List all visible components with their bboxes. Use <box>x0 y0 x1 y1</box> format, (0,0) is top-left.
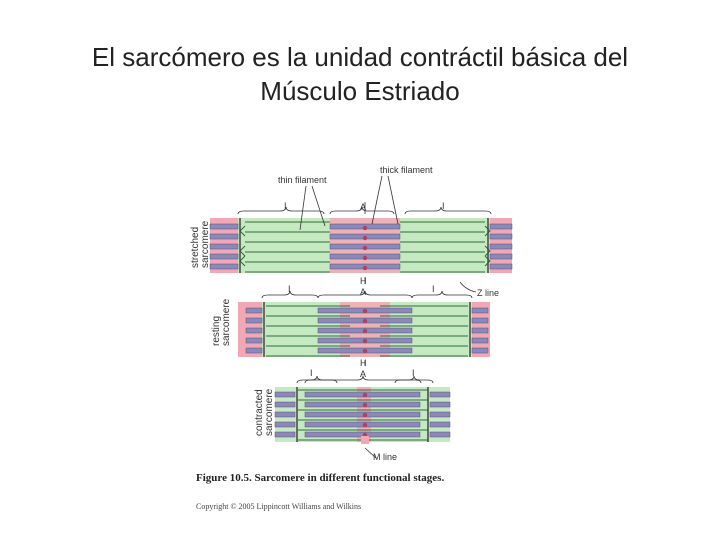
stage-label-stretched-2: sarcomere <box>200 220 211 268</box>
band-i-label: I <box>442 201 445 211</box>
band-a-label: A <box>360 202 366 212</box>
title-line-2: Músculo Estriado <box>260 76 460 106</box>
resting-sarcomere-panel <box>238 290 490 357</box>
thick-filament-label: thick filament <box>380 165 433 175</box>
stage-label-resting-1: resting <box>211 316 222 346</box>
stretched-sarcomere-panel <box>209 206 513 273</box>
band-a-label: A <box>360 369 366 379</box>
zone-h-label: H <box>360 276 367 286</box>
leader-lines <box>299 175 477 459</box>
band-i-label: I <box>288 284 291 294</box>
zone-h-label: H <box>360 358 367 368</box>
stage-label-resting-2: sarcomere <box>221 298 232 346</box>
z-line-label: Z line <box>477 288 499 298</box>
figure-caption-text: Sarcomere in different functional stages… <box>254 472 445 484</box>
band-i-label: I <box>310 368 313 378</box>
contracted-sarcomere-panel <box>274 375 451 444</box>
slide-title: El sarcómero es la unidad contráctil bás… <box>0 40 720 108</box>
m-line-label: M line <box>373 452 397 462</box>
stage-label-stretched-1: stretched <box>190 227 201 268</box>
stage-label-contracted-1: contracted <box>254 389 265 436</box>
band-i-label: I <box>284 201 287 211</box>
band-a-label: A <box>360 287 366 297</box>
band-i-label: I <box>432 284 435 294</box>
stage-label-contracted-2: sarcomere <box>264 388 275 436</box>
band-i-label: I <box>412 368 415 378</box>
thin-filament-label: thin filament <box>278 175 327 185</box>
title-line-1: El sarcómero es la unidad contráctil bás… <box>91 42 629 72</box>
copyright-notice: Copyright © 2005 Lippincott Williams and… <box>196 502 362 511</box>
figure-caption: Figure 10.5. Sarcomere in different func… <box>196 472 444 484</box>
figure-number: Figure 10.5. <box>196 472 252 484</box>
